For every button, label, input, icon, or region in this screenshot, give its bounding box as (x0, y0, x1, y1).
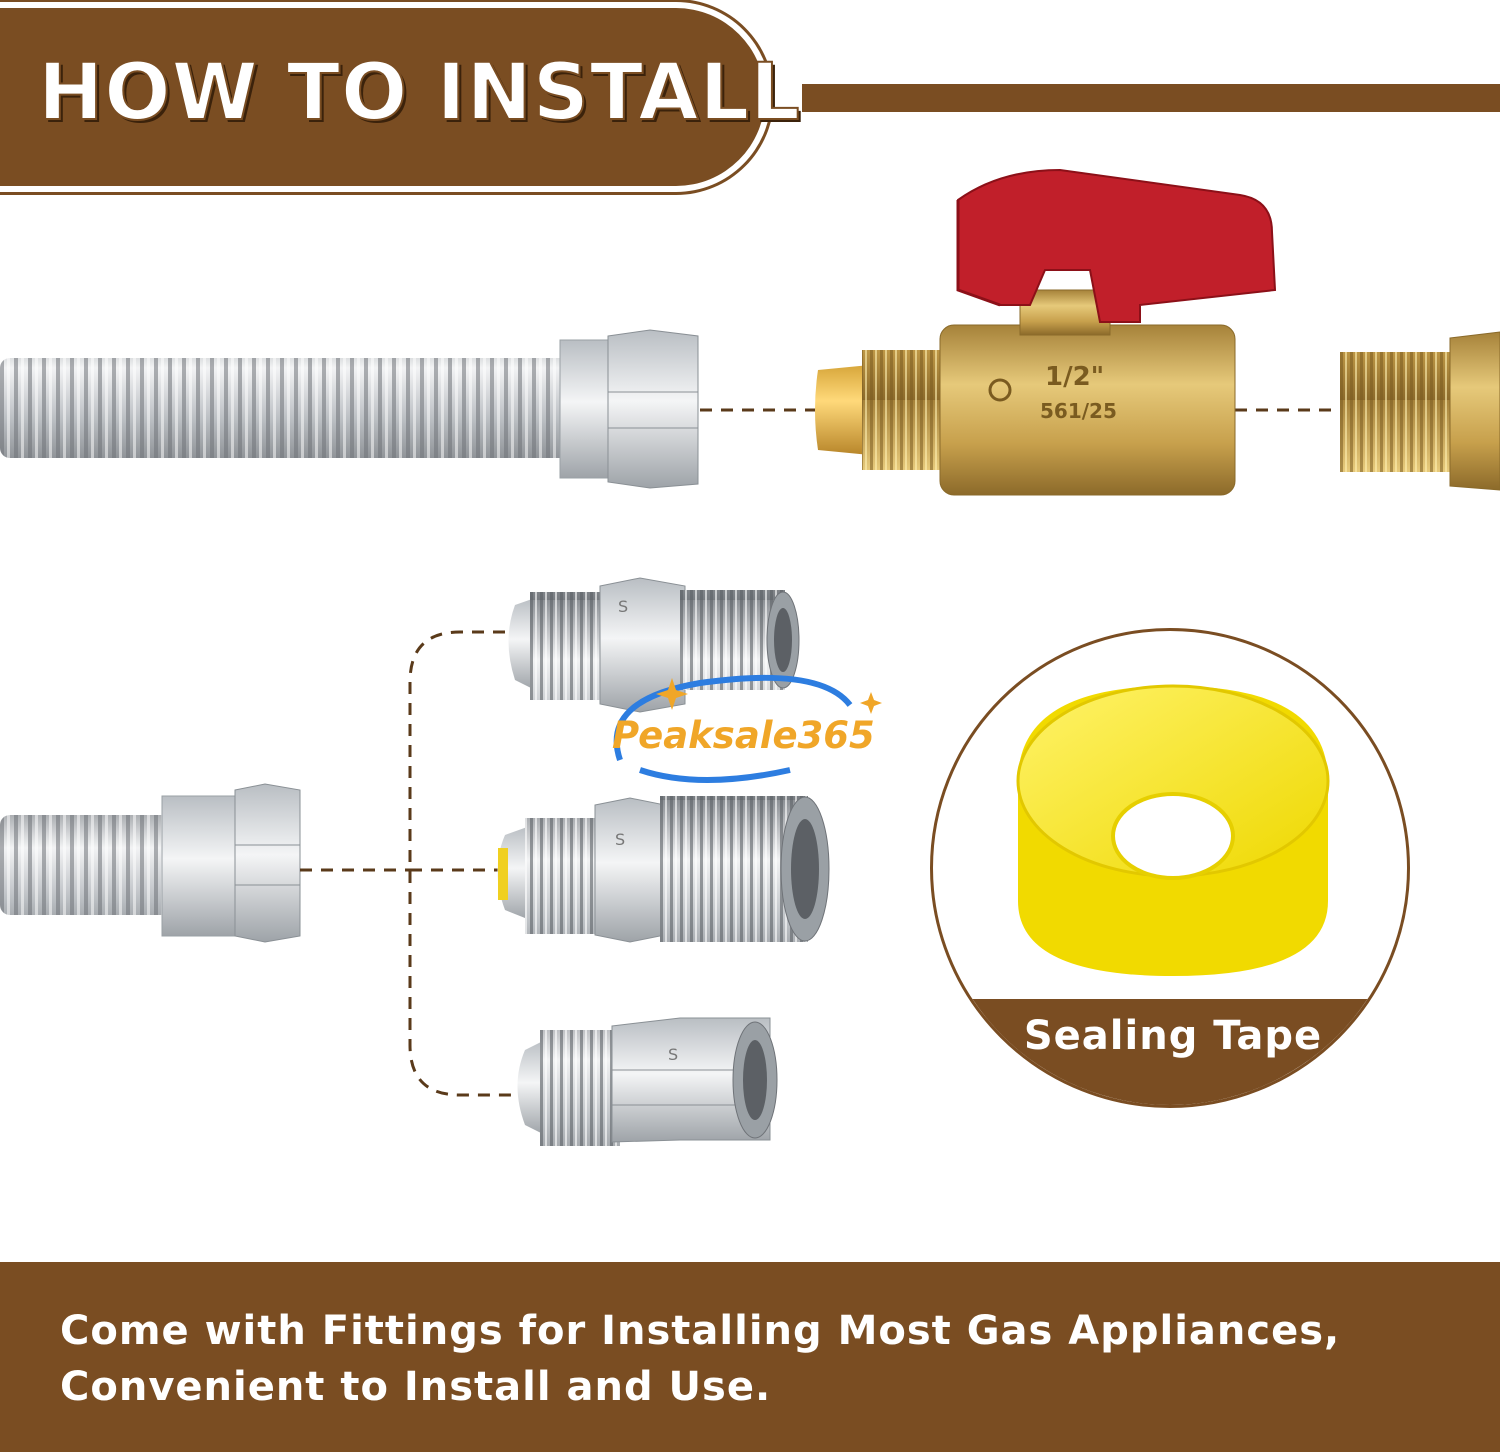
page-title: HOW TO INSTALL (37, 47, 801, 139)
caption-line-2: Convenient to Install and Use. (60, 1364, 772, 1410)
connector-bracket (408, 630, 515, 1097)
flare-fitting-3 (517, 1017, 778, 1146)
gas-shutoff-valve (815, 168, 1277, 496)
watermark-swoosh (613, 674, 882, 783)
fitting-marking-1: S (618, 597, 628, 616)
fitting-marking-3: S (668, 1045, 678, 1064)
corrugated-hose-top (0, 358, 575, 458)
valve-size-marking: 1/2" (1045, 362, 1104, 392)
flare-fitting-1 (508, 577, 800, 713)
corrugated-hose-bottom (0, 815, 175, 915)
flare-nut-top (559, 329, 699, 489)
brand-watermark: Peaksale365 (612, 714, 875, 757)
caption-line-1: Come with Fittings for Installing Most G… (60, 1308, 1341, 1354)
tape-label-band (933, 999, 1407, 1105)
sealing-tape-label: Sealing Tape (1023, 1013, 1323, 1059)
sealing-tape-panel: Sealing Tape (930, 628, 1410, 1108)
flare-nut-bottom (161, 783, 301, 943)
caption-band (0, 1262, 1500, 1452)
flare-fitting-2 (497, 796, 830, 943)
fitting-marking-2: S (615, 830, 625, 849)
sealing-tape-image (1016, 684, 1330, 976)
valve-code-marking: 561/25 (1040, 399, 1117, 423)
brass-adapter-top-right (1340, 331, 1500, 491)
title-banner (0, 8, 765, 186)
title-rule (802, 84, 1500, 112)
